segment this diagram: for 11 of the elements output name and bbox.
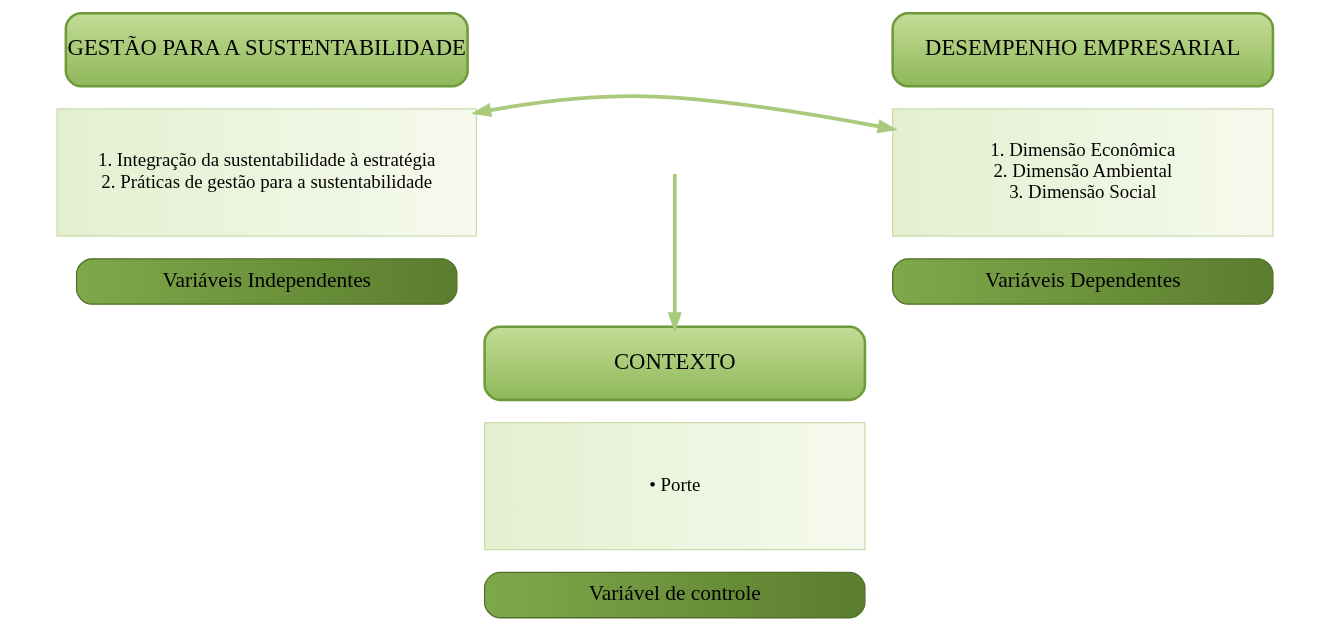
node-box: 1. Integração da sustentabilidade à estratégia 2. Práticas de gestão para a sustentabilidade bbox=[55, 108, 477, 237]
node-box: CONTEXTO bbox=[482, 325, 866, 402]
node-box: Variáveis Independentes bbox=[75, 258, 457, 305]
arrow bbox=[470, 94, 898, 134]
node-box: • Porte bbox=[483, 421, 866, 551]
node-box: 1. Dimensão Econômica 2. Dimensão Ambiental 3. Dimensão Social bbox=[891, 108, 1274, 237]
arrow bbox=[667, 173, 682, 333]
node-box: GESTÃO PARA A SUSTENTABILIDADE bbox=[64, 12, 469, 88]
node-box: DESEMPENHO EMPRESARIAL bbox=[890, 12, 1274, 88]
node-box: Variável de controle bbox=[483, 571, 866, 619]
node-box: Variáveis Dependentes bbox=[891, 258, 1274, 305]
